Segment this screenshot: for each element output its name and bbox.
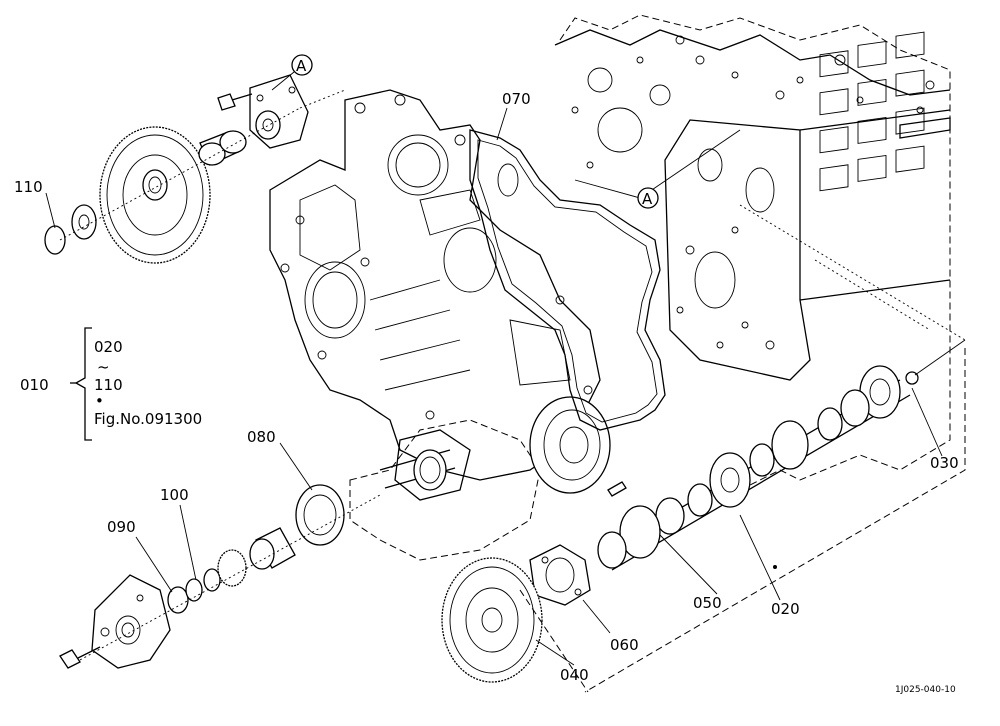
oil-seal-080	[295, 484, 345, 546]
drawing-code: 1J025-040-10	[895, 685, 956, 695]
thrust-plate-060	[529, 544, 591, 606]
callout-100: 100	[160, 486, 189, 504]
callout-010: 010	[20, 376, 49, 394]
callout-110: 110	[14, 178, 43, 196]
callout-110-kit: 110	[94, 376, 123, 394]
circlip-110	[44, 225, 66, 255]
callout-050: 050	[693, 594, 722, 612]
gasket-070	[469, 129, 666, 431]
camshaft-assembly	[441, 204, 966, 683]
o-ring-090	[167, 586, 189, 614]
washer-100	[185, 578, 203, 602]
leader-lines	[45, 107, 943, 666]
inner-rotor	[217, 549, 247, 587]
group-dot-020	[773, 565, 777, 569]
marker-a-top: A	[271, 54, 313, 91]
fig-reference: Fig.No.091300	[94, 410, 202, 428]
kit-bracket	[70, 327, 92, 441]
callout-060: 060	[610, 636, 639, 654]
gasket-070-inner	[477, 139, 658, 423]
callout-070: 070	[502, 90, 531, 108]
gasket-port	[497, 163, 519, 197]
cam-key-050	[607, 481, 627, 497]
oil-pump-assembly	[59, 484, 381, 669]
callout-020: 020	[771, 600, 800, 618]
callout-040: 040	[560, 666, 589, 684]
svg-text:A: A	[296, 57, 307, 75]
gear-case	[269, 89, 611, 561]
pump-cover-bolt	[59, 649, 81, 669]
range-tilde: ~	[97, 358, 110, 376]
marker-a-mid: A	[637, 187, 659, 209]
engine-block	[554, 14, 951, 491]
callout-020-kit: 020	[94, 338, 123, 356]
kit-dot: •	[95, 392, 104, 410]
callout-090: 090	[107, 518, 136, 536]
callout-030: 030	[930, 454, 959, 472]
idle-shaft-holder	[249, 74, 309, 149]
callout-080: 080	[247, 428, 276, 446]
camshaft-group-outline	[584, 348, 966, 693]
holder-bolt	[217, 93, 236, 111]
thrust-washer	[71, 204, 97, 240]
pump-cover	[91, 574, 171, 669]
cam-gear-040	[441, 557, 543, 683]
svg-text:A: A	[642, 190, 653, 208]
